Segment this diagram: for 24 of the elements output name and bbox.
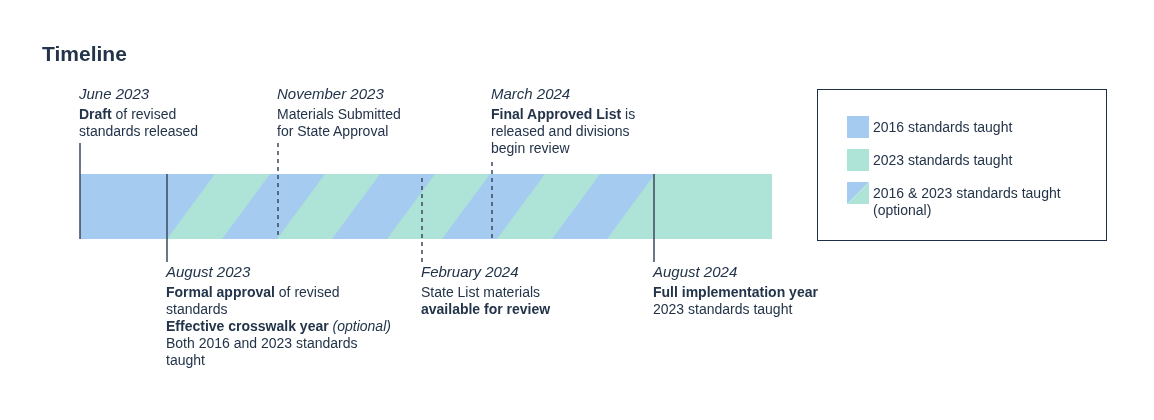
- milestone-description: Full implementation year: [653, 284, 819, 301]
- milestone-description: Both 2016 and 2023 standards taught: [166, 335, 359, 369]
- legend-label: 2023 standards taught: [873, 150, 1014, 169]
- timeline-bar: [80, 174, 772, 239]
- milestone-description: Final Approved List is released and divisions begin review: [491, 106, 637, 157]
- legend-label: 2016 standards taught: [873, 117, 1014, 136]
- milestone-description: State List materials available for review: [421, 284, 552, 318]
- milestone-date: August 2024: [653, 262, 739, 282]
- milestone-date: November 2023: [277, 84, 385, 104]
- milestone-line: [79, 142, 81, 240]
- milestone-line: [653, 173, 655, 263]
- milestone-date: February 2024: [421, 262, 520, 282]
- milestone-description: Formal approval of revised standards: [166, 284, 341, 318]
- milestone-description: 2023 standards taught: [653, 301, 794, 318]
- title: Timeline: [42, 41, 127, 67]
- milestone-description: Draft of revised standards released: [79, 106, 200, 140]
- milestone-line: [491, 161, 493, 240]
- milestone-date: August 2023: [166, 262, 252, 282]
- milestone-date: March 2024: [491, 84, 572, 104]
- milestone-description: Materials Submitted for State Approval: [277, 106, 402, 140]
- legend-label: 2016 & 2023 standards taught (optional): [873, 183, 1062, 219]
- milestone-line: [166, 173, 168, 263]
- milestone-date: June 2023: [79, 84, 151, 104]
- milestone-description: Effective crosswalk year (optional): [166, 318, 392, 335]
